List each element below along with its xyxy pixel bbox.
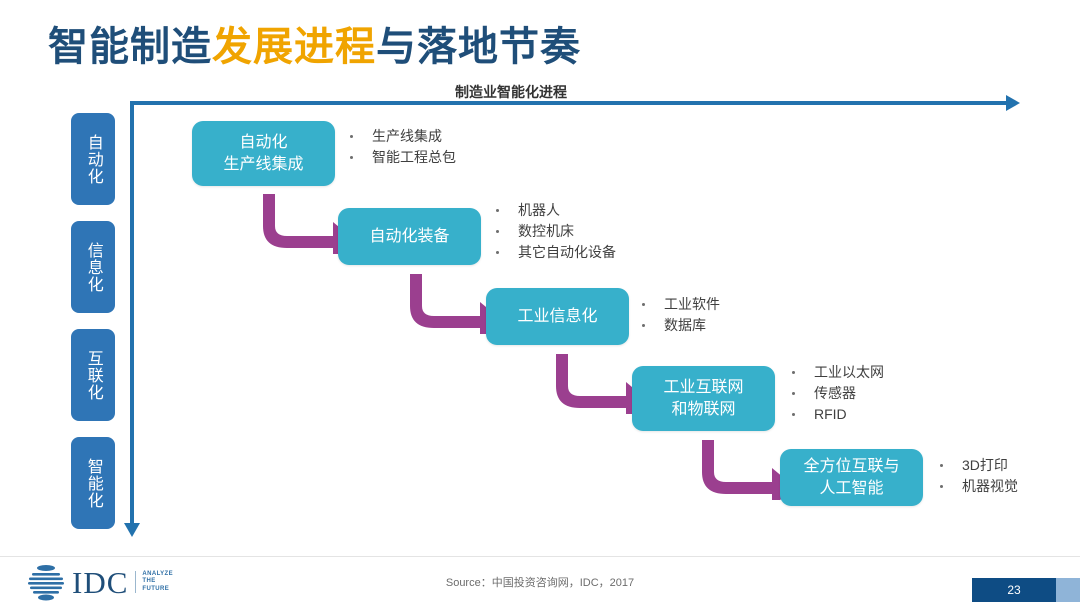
title-part-3: 与落地节奏 [376,25,581,69]
bullet-item: 其它自动化设备 [494,242,616,263]
bullet-item: 智能工程总包 [348,147,456,168]
step-box-2[interactable]: 自动化装备 [338,208,481,265]
step-box-5[interactable]: 全方位互联与 人工智能 [780,449,923,506]
step-box-5-line-2: 人工智能 [819,479,884,497]
stage-pill-interconnection[interactable]: 互联化 [71,329,115,421]
step-bullets-4: 工业以太网 传感器 RFID [790,362,884,425]
title-part-2: 发展进程 [212,25,376,69]
idc-logo: IDC ANALYZE THE FUTURE [24,562,173,602]
step-box-4-line-2: 和物联网 [671,400,736,418]
vertical-axis-line [130,101,134,525]
tagline-line-2: THE [142,578,156,585]
step-bullets-3: 工业软件 数据库 [640,294,720,336]
bullet-item: 生产线集成 [348,126,456,147]
elbow-arrow-1-icon [255,192,347,254]
step-box-3-line-1: 工业信息化 [517,307,598,325]
tagline-line-1: ANALYZE [142,570,173,577]
right-arrow-icon [1006,95,1020,111]
page-number-badge: 23 [972,578,1056,602]
step-box-1-line-1: 自动化 [239,133,288,151]
bullet-item: RFID [790,404,884,425]
step-box-1-line-2: 生产线集成 [223,155,304,173]
page-edge-block [1056,578,1080,602]
step-box-3[interactable]: 工业信息化 [486,288,629,345]
bullet-item: 工业以太网 [790,362,884,383]
idc-globe-icon [28,565,64,601]
elbow-arrow-3-icon [548,352,640,414]
elbow-arrow-2-icon [402,272,494,334]
step-box-4[interactable]: 工业互联网 和物联网 [632,366,775,431]
tagline-line-3: FUTURE [142,585,170,592]
stage-pill-informatization[interactable]: 信息化 [71,221,115,313]
stage-pill-label: 互联化 [84,349,102,401]
bullet-item: 机器人 [494,200,616,221]
bullet-item: 机器视觉 [938,476,1018,497]
footer-divider [0,556,1080,557]
stage-pill-label: 自动化 [84,133,102,185]
page-title: 智能制造发展进程与落地节奏 [48,14,581,72]
stage-pill-intelligence[interactable]: 智能化 [71,437,115,529]
bullet-item: 数控机床 [494,221,616,242]
stage-pill-label: 智能化 [84,457,102,509]
title-part-1: 智能制造 [48,25,212,69]
step-box-2-line-1: 自动化装备 [369,227,450,245]
idc-logo-text: IDC [72,564,129,600]
horizontal-axis-line [130,101,1008,105]
step-bullets-2: 机器人 数控机床 其它自动化设备 [494,200,616,263]
step-bullets-1: 生产线集成 智能工程总包 [348,126,456,168]
stage-pill-label: 信息化 [84,241,102,293]
step-bullets-5: 3D打印 机器视觉 [938,455,1018,497]
bullet-item: 数据库 [640,315,720,336]
idc-logo-tagline: ANALYZE THE FUTURE [135,570,173,594]
bullet-item: 传感器 [790,383,884,404]
stage-pill-automation[interactable]: 自动化 [71,113,115,205]
step-box-5-line-1: 全方位互联与 [803,457,900,475]
bullet-item: 工业软件 [640,294,720,315]
step-box-4-line-1: 工业互联网 [663,378,744,396]
chart-subtitle: 制造业智能化进程 [455,84,567,100]
down-arrow-icon [124,523,140,537]
elbow-arrow-4-icon [694,438,786,500]
step-box-1[interactable]: 自动化 生产线集成 [192,121,335,186]
source-note: Source：中国投资咨询网，IDC，2017 [445,577,635,589]
bullet-item: 3D打印 [938,455,1018,476]
